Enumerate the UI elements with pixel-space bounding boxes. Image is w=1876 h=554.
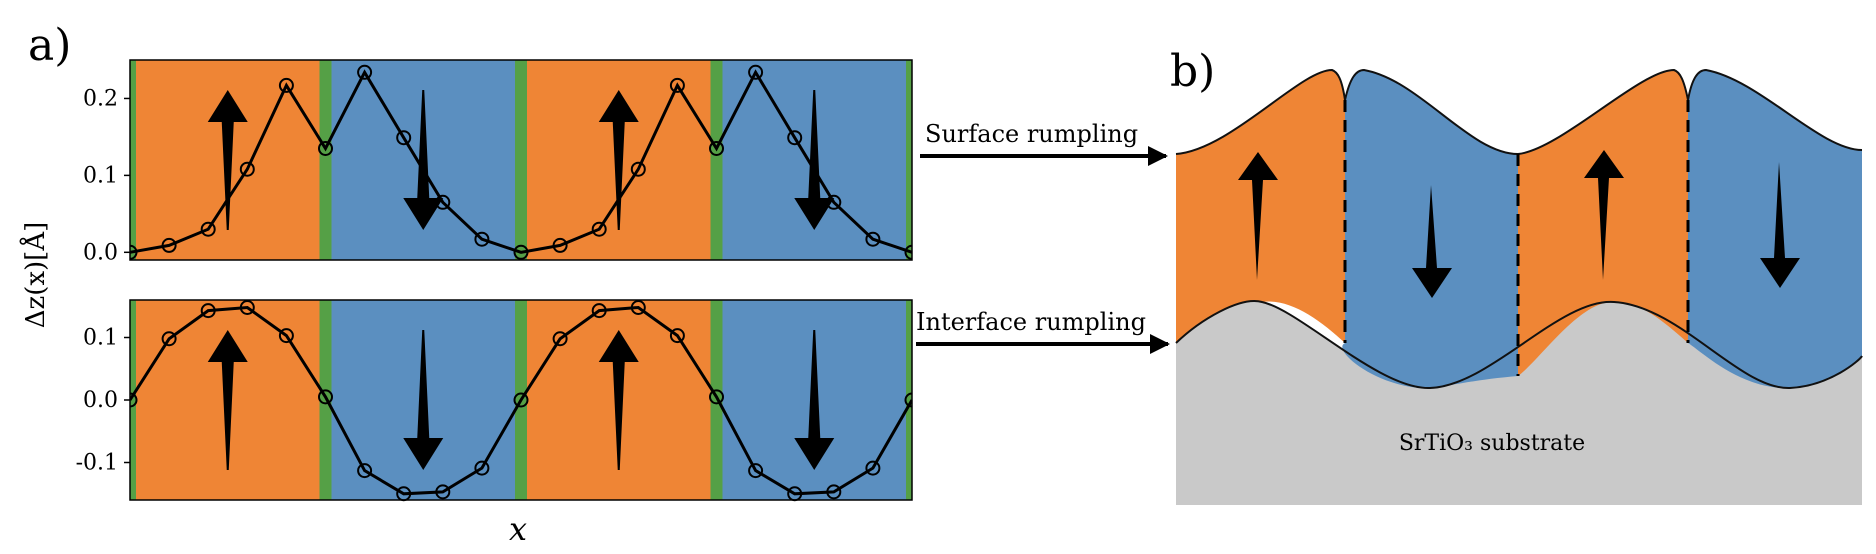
domain-wall (515, 60, 527, 260)
y-tick-label: 0.0 (83, 388, 118, 413)
polarization-down-arrow (794, 90, 835, 230)
data-point (435, 194, 451, 210)
down-domain-2 (1688, 70, 1862, 389)
data-point (826, 484, 842, 500)
data-point (239, 161, 255, 177)
domain-wall (710, 60, 723, 260)
interface-line (1175, 300, 1863, 390)
data-point (552, 237, 568, 253)
y-axis-label: Δz(x)[Å] (19, 222, 51, 329)
data-point (826, 194, 842, 210)
data-point (161, 237, 177, 253)
frame-mask-right (912, 60, 922, 260)
polarization-up-arrow (598, 90, 639, 230)
polarization-down-arrow-1 (1412, 185, 1452, 298)
polarization-up-arrow (598, 330, 639, 470)
panel-b-label: b) (1170, 46, 1215, 97)
film-schematic: SrTiO₃ substrate (1175, 68, 1863, 505)
x-axis-label: x (509, 510, 527, 548)
domain-wall (319, 60, 332, 260)
data-point (748, 64, 764, 80)
data-point (709, 389, 724, 405)
data-point (669, 77, 685, 93)
data-point (239, 300, 255, 315)
data-point (630, 161, 646, 177)
polarization-down-arrow (403, 90, 444, 230)
data-point (318, 140, 333, 156)
axes-frame (129, 59, 913, 261)
panel-a-label: a) (28, 20, 71, 71)
data-point (474, 231, 490, 247)
polarization-down-arrow (794, 330, 835, 470)
y-tick-label: -0.1 (76, 451, 118, 476)
y-tick-label: 0.1 (83, 326, 118, 351)
y-tick-label: 0.2 (83, 86, 118, 111)
data-line (128, 305, 914, 496)
data-point (787, 130, 803, 146)
data-point (357, 463, 373, 479)
frame-mask-right (912, 300, 922, 500)
data-point (630, 300, 646, 315)
data-line (129, 69, 913, 254)
data-point (748, 463, 764, 479)
y-tick-label: 0.1 (83, 163, 118, 188)
data-point (474, 460, 490, 476)
data-point (278, 328, 294, 344)
polarization-up-arrow (207, 330, 248, 470)
data-point (709, 140, 724, 156)
polarization-up-arrow (207, 90, 248, 230)
interface-rumpling-chart: 0.1 0.0 -0.1 (76, 299, 922, 502)
polarization-down-arrow (403, 330, 444, 470)
data-point (161, 331, 177, 347)
data-point (865, 231, 881, 247)
data-point (552, 331, 568, 347)
polarization-up-arrow-1 (1238, 152, 1278, 280)
data-point (200, 303, 216, 319)
data-point (513, 392, 529, 408)
data-point (513, 244, 529, 260)
data-point (669, 328, 685, 344)
data-point (591, 303, 607, 319)
data-point (435, 484, 451, 500)
substrate-label: SrTiO₃ substrate (1399, 431, 1585, 456)
data-point (200, 221, 216, 237)
surface-rumpling-chart: 0.0 0.1 0.2 (83, 59, 922, 265)
surface-rumpling-label: Surface rumpling (925, 120, 1138, 148)
interface-rumpling-label: Interface rumpling (916, 308, 1146, 336)
data-point (396, 130, 412, 146)
y-tick-label: 0.0 (83, 240, 118, 265)
data-point (865, 460, 881, 476)
polarization-down-arrow-2 (1760, 162, 1800, 288)
polarization-up-arrow-2 (1584, 150, 1624, 280)
frame-mask-left (120, 60, 130, 260)
data-point (318, 389, 333, 405)
data-point (278, 77, 294, 93)
data-point (591, 221, 607, 237)
substrate-region (1176, 301, 1862, 505)
data-point (357, 64, 373, 80)
